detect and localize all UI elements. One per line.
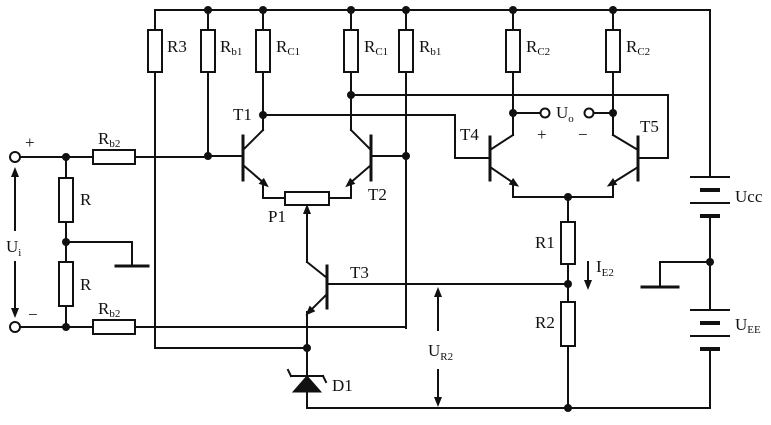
rc2-right-label: RC2 — [626, 37, 650, 58]
r3-resistor — [147, 29, 163, 73]
input-minus-label: − — [28, 305, 38, 324]
uo-plus-label: + — [537, 125, 547, 144]
rb1-right-resistor — [398, 29, 414, 73]
rb2-top-resistor — [92, 149, 136, 165]
d1-label: D1 — [332, 376, 353, 395]
input-minus-terminal — [9, 321, 21, 333]
rb2-bottom-label: Rb2 — [98, 299, 120, 320]
input-plus-terminal — [9, 151, 21, 163]
transistor-t5 — [606, 133, 640, 187]
uo-minus-terminal — [583, 107, 595, 119]
uo-minus-label: − — [578, 125, 588, 144]
rc1-right-label: RC1 — [364, 37, 388, 58]
p1-potentiometer — [284, 191, 330, 206]
r1-resistor — [560, 221, 576, 265]
rb2-top-label: Rb2 — [98, 129, 120, 150]
rb1-left-label: Rb1 — [220, 37, 242, 58]
t5-label: T5 — [640, 117, 659, 136]
t2-label: T2 — [368, 185, 387, 204]
t4-label: T4 — [460, 125, 479, 144]
r1-label: R1 — [535, 233, 555, 252]
r-bottom-label: R — [80, 275, 92, 294]
rb2-bottom-resistor — [92, 319, 136, 335]
r-top-label: R — [80, 190, 92, 209]
ucc-label: Ucc — [735, 187, 763, 206]
rc2-right-resistor — [605, 29, 621, 73]
battery-ucc — [690, 176, 730, 218]
battery-uee — [690, 309, 730, 351]
transistor-t4 — [488, 133, 520, 187]
transistor-t3 — [305, 260, 329, 316]
ui-label: Ui — [6, 237, 21, 259]
rb1-left-resistor — [200, 29, 216, 73]
transistor-t2 — [345, 128, 373, 188]
ur2-label: UR2 — [428, 341, 453, 363]
rc1-left-resistor — [255, 29, 271, 73]
p1-label: P1 — [268, 207, 286, 226]
r-top-resistor — [58, 177, 74, 223]
r-bottom-resistor — [58, 261, 74, 307]
r3-label: R3 — [167, 37, 187, 56]
ie2-label: IE2 — [596, 257, 614, 279]
transistor-t1 — [241, 128, 269, 188]
input-plus-label: + — [25, 133, 35, 152]
r2-label: R2 — [535, 313, 555, 332]
t1-label: T1 — [233, 105, 252, 124]
uo-label: Uo — [556, 103, 574, 125]
rc2-left-label: RC2 — [526, 37, 550, 58]
rb1-right-label: Rb1 — [419, 37, 441, 58]
rc1-left-label: RC1 — [276, 37, 300, 58]
t3-label: T3 — [350, 263, 369, 282]
uee-label: UEE — [735, 315, 761, 336]
rc2-left-resistor — [505, 29, 521, 73]
zener-diode-d1 — [286, 368, 328, 393]
r2-resistor — [560, 301, 576, 347]
rc1-right-resistor — [343, 29, 359, 73]
uo-plus-terminal — [539, 107, 551, 119]
